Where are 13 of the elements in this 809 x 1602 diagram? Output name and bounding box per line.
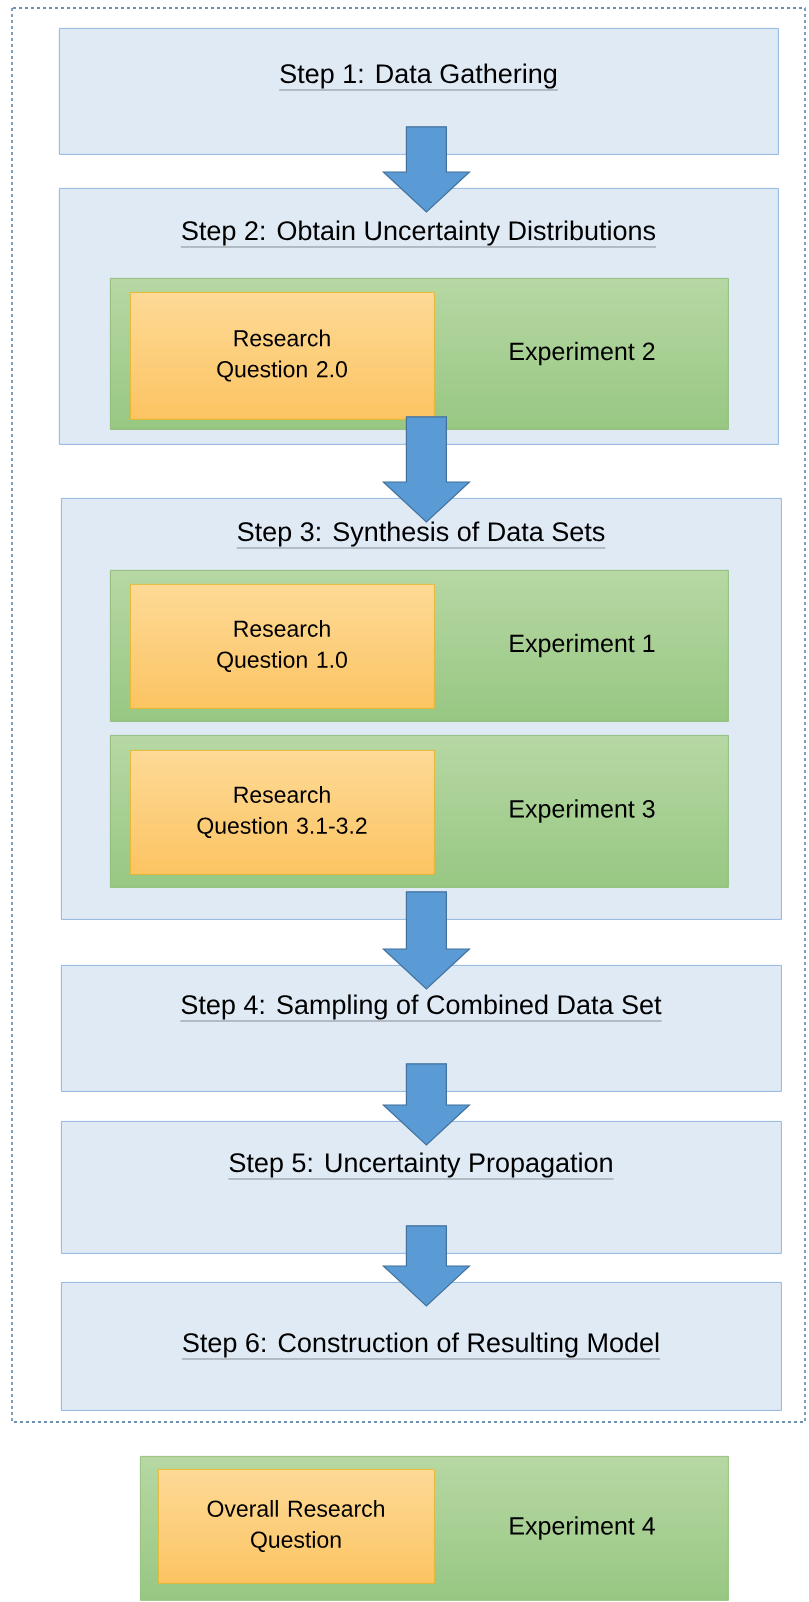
question-box: Research Question 2.0 [130, 292, 435, 420]
block-arrow [381, 891, 471, 990]
question-box: Research Question 3.1-3.2 [130, 750, 435, 875]
question-box: Research Question 1.0 [130, 584, 435, 709]
block-arrow [381, 126, 471, 213]
block-arrow [381, 1225, 471, 1307]
block-arrow [381, 416, 471, 523]
question-box: Overall Research Question [158, 1469, 435, 1584]
step-box: Step 1: Data Gathering [59, 28, 779, 155]
step-box: Step 6: Construction of Resulting Model [61, 1282, 782, 1411]
block-arrow [381, 1063, 471, 1146]
step-box: Step 4: Sampling of Combined Data Set [61, 965, 782, 1092]
step-box: Step 5: Uncertainty Propagation [61, 1121, 782, 1254]
